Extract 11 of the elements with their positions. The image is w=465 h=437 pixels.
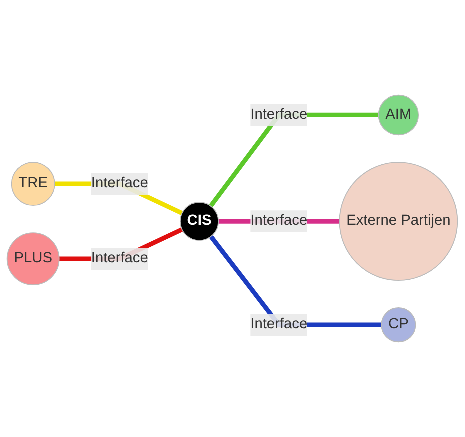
edge-label: Interface [250, 213, 308, 229]
edge-label: Interface [250, 106, 308, 122]
node-circle: Externe Partijen [339, 162, 458, 281]
node-circle: PLUS [6, 232, 60, 286]
node-circle: CIS [180, 202, 220, 241]
edge-label: Interface [91, 176, 148, 192]
node-circle: TRE [11, 162, 56, 206]
node-circle: CP [381, 307, 416, 342]
edge-label: Interface [250, 316, 308, 332]
edge-label: Interface [91, 250, 148, 266]
node-circle: AIM [378, 94, 420, 136]
